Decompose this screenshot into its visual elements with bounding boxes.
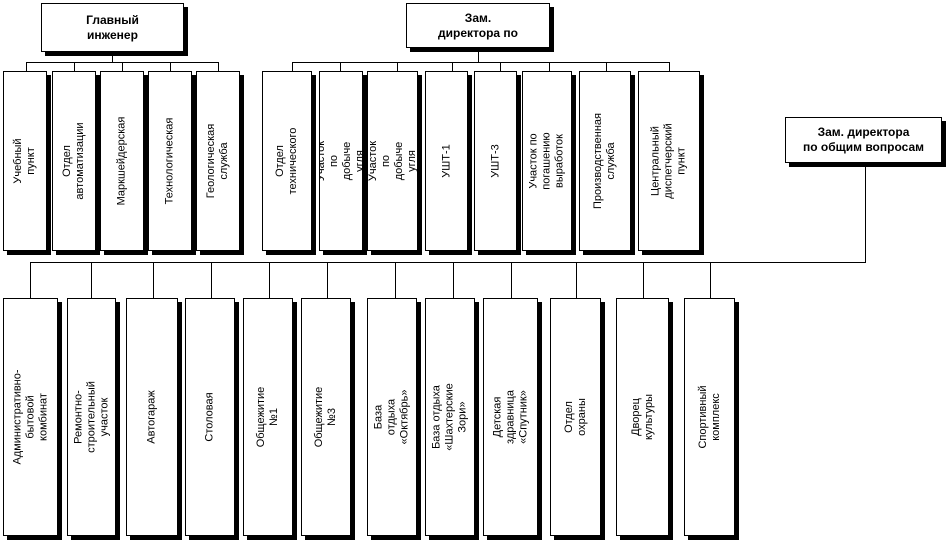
unit-label: Автогараж xyxy=(145,390,158,444)
connector xyxy=(606,62,607,71)
unit-label: Геологическая служба xyxy=(205,123,230,199)
unit-label: УШТ-3 xyxy=(489,144,501,178)
unit-coal-mining-1: Участок по добыче угля xyxy=(319,71,363,251)
connector xyxy=(669,62,670,71)
connector xyxy=(478,48,479,62)
unit-label: Административно-бытовой комбинат xyxy=(11,369,49,465)
deputy-general-affairs-box: Зам. директора по общим вопросам xyxy=(785,117,942,163)
unit-label: Центральный диспетчерский пункт xyxy=(649,123,688,199)
unit-label: Маркшейдерская xyxy=(115,116,128,206)
unit-palace-of-culture: Дворец культуры xyxy=(616,298,669,536)
unit-survey: Маркшейдерская xyxy=(100,71,144,251)
unit-geology: Геологическая служба xyxy=(196,71,240,251)
unit-label: Технологическая xyxy=(163,117,176,205)
unit-admin-complex: Административно-бытовой комбинат xyxy=(3,298,58,536)
unit-canteen: Столовая xyxy=(185,298,235,536)
connector xyxy=(327,262,328,298)
unit-usht-1: УШТ-1 xyxy=(425,71,468,251)
unit-label: Отдел охраны xyxy=(562,398,588,436)
unit-label: Участок по добыче угля xyxy=(319,140,363,182)
unit-label: Отдел автоматизации xyxy=(61,122,86,200)
unit-childrens-health-resort: Детская здравница «Спутник» xyxy=(483,298,538,536)
unit-security-dept: Отдел охраны xyxy=(550,298,601,536)
connector xyxy=(30,262,866,263)
unit-technology: Технологическая xyxy=(148,71,192,251)
connector xyxy=(153,262,154,298)
connector xyxy=(511,262,512,298)
connector xyxy=(30,262,31,298)
unit-technical-dept: Отдел технического xyxy=(262,71,312,251)
unit-label: Отдел технического xyxy=(274,127,299,195)
unit-central-dispatch: Центральный диспетчерский пункт xyxy=(638,71,700,251)
connector xyxy=(643,262,644,298)
unit-coal-mining-2: Участок по добыче угля xyxy=(367,71,418,251)
unit-label: Ремонтно-строительный участок xyxy=(72,381,110,453)
unit-dormitory-1: Общежитие №1 xyxy=(243,298,293,536)
connector xyxy=(269,262,270,298)
unit-label: Спортивный комплекс xyxy=(696,385,722,449)
connector xyxy=(710,262,711,298)
connector xyxy=(397,62,398,71)
connector xyxy=(26,62,27,71)
unit-repair-construction: Ремонтно-строительный участок xyxy=(67,298,116,536)
connector xyxy=(292,62,293,71)
unit-label: Детская здравница «Спутник» xyxy=(491,390,529,444)
connector xyxy=(500,62,501,71)
connector xyxy=(74,62,75,71)
unit-label: Дворец культуры xyxy=(629,393,655,441)
connector xyxy=(122,62,123,71)
unit-label: Общежитие №1 xyxy=(255,386,280,448)
unit-label: База отдыха «Шахтерские Зори» xyxy=(430,383,469,451)
unit-label: Общежитие №3 xyxy=(313,386,338,448)
unit-rest-base-shakhterskie-zori: База отдыха «Шахтерские Зори» xyxy=(425,298,475,536)
unit-workings-liquidation: Участок по погашению выработок xyxy=(522,71,572,251)
connector xyxy=(453,262,454,298)
connector xyxy=(170,62,171,71)
unit-label: Учебный пункт xyxy=(12,138,37,184)
unit-label: УШТ-1 xyxy=(440,144,452,178)
connector xyxy=(395,262,396,298)
unit-label: Участок по погашению выработок xyxy=(527,132,566,190)
connector xyxy=(452,62,453,71)
connector xyxy=(292,62,670,63)
unit-production-service: Производственная служба xyxy=(579,71,631,251)
unit-training-center: Учебный пункт xyxy=(3,71,47,251)
unit-sports-complex: Спортивный комплекс xyxy=(684,298,735,536)
connector xyxy=(211,262,212,298)
unit-label: Производственная служба xyxy=(592,113,617,209)
unit-garage: Автогараж xyxy=(126,298,178,536)
deputy-director-box: Зам. директора по xyxy=(406,3,550,48)
connector xyxy=(91,262,92,298)
connector xyxy=(218,62,219,71)
chief-engineer-box: Главный инженер xyxy=(41,3,184,52)
connector xyxy=(549,62,550,71)
connector xyxy=(340,62,341,71)
unit-label: База отдыха «Октябрь» xyxy=(372,389,411,445)
connector xyxy=(112,52,113,62)
unit-dormitory-3: Общежитие №3 xyxy=(301,298,351,536)
unit-label: Столовая xyxy=(203,392,216,442)
unit-rest-base-oktyabr: База отдыха «Октябрь» xyxy=(367,298,417,536)
unit-label: Участок по добыче угля xyxy=(367,140,418,182)
unit-automation-dept: Отдел автоматизации xyxy=(52,71,96,251)
unit-usht-3: УШТ-3 xyxy=(474,71,517,251)
connector xyxy=(576,262,577,298)
connector xyxy=(865,163,866,263)
